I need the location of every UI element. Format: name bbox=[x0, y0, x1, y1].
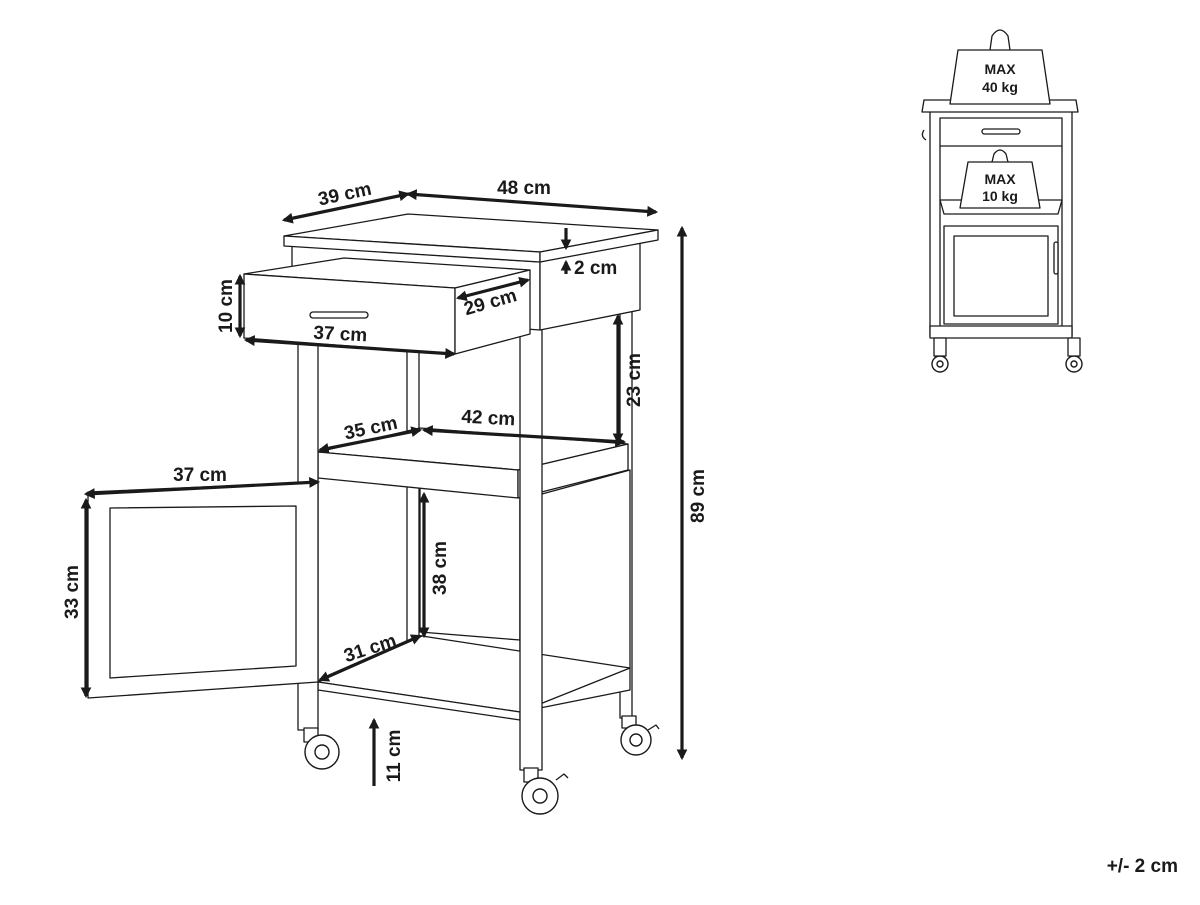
weight-shelf-line2: 10 kg bbox=[982, 188, 1018, 204]
tolerance-note: +/- 2 cm bbox=[1106, 856, 1178, 877]
weight-shelf: MAX 10 kg bbox=[959, 149, 1041, 209]
label-cabinet-height: 38 cm bbox=[430, 541, 451, 595]
wheel-front-left bbox=[303, 727, 340, 770]
label-wheel-height: 11 cm bbox=[384, 730, 405, 783]
label-top-thickness: 2 cm bbox=[574, 258, 617, 279]
label-total-height: 89 cm bbox=[688, 469, 709, 523]
load-diagram: MAX 40 kg MAX 10 kg bbox=[921, 29, 1083, 373]
label-gap-height: 23 cm bbox=[624, 353, 645, 407]
label-shelf-width: 42 cm bbox=[461, 407, 516, 431]
dimension-lines bbox=[80, 189, 688, 786]
wheel-back-right bbox=[620, 715, 660, 756]
label-drawer-height: 10 cm bbox=[216, 279, 237, 333]
wheel-front-right bbox=[521, 767, 569, 815]
label-drawer-width: 37 cm bbox=[313, 323, 368, 347]
label-door-width: 37 cm bbox=[173, 465, 227, 486]
weight-top-line2: 40 kg bbox=[982, 79, 1018, 95]
weight-shelf-line1: MAX bbox=[984, 171, 1016, 187]
label-top-width: 48 cm bbox=[497, 178, 551, 199]
label-door-height: 33 cm bbox=[62, 565, 83, 619]
weight-top: MAX 40 kg bbox=[949, 29, 1051, 105]
weight-top-line1: MAX bbox=[984, 61, 1016, 77]
